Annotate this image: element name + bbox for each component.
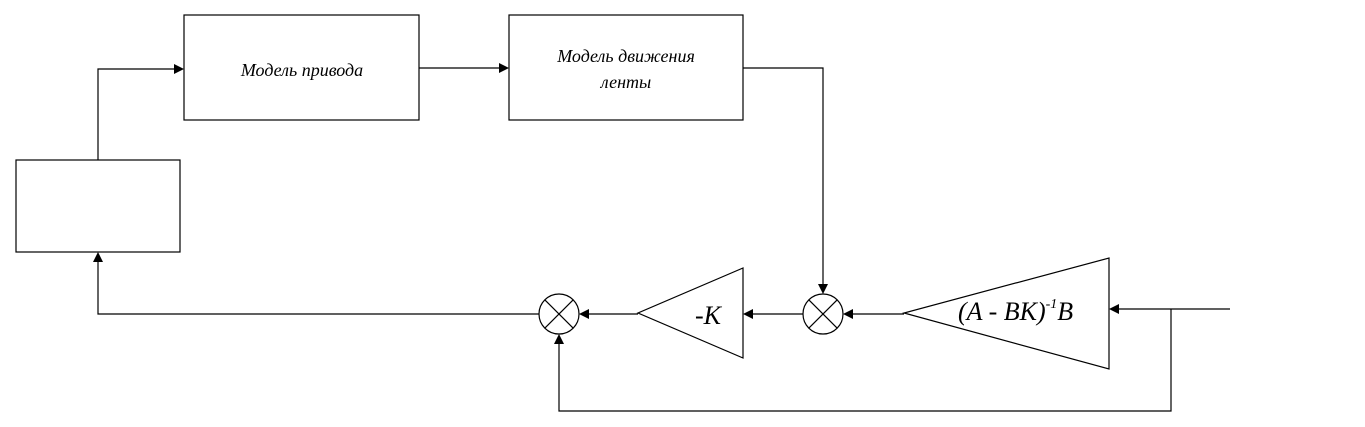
wire-reference-branch xyxy=(558,309,1172,412)
feedforward-gain-tail: B xyxy=(1057,297,1073,326)
arrowhead-controller-in xyxy=(93,252,103,262)
wire-sum-left-to-controller xyxy=(97,260,539,315)
arrowhead-tape-in xyxy=(499,63,509,73)
arrowhead-drive-in xyxy=(174,64,184,74)
arrowhead-ff-in xyxy=(1109,304,1119,314)
gain-neg-k: -K xyxy=(636,267,744,359)
wire-tape-to-sum-right xyxy=(743,67,824,286)
arrowhead-gain-k-in xyxy=(743,309,753,319)
feedforward-gain-exponent: -1 xyxy=(1046,297,1058,312)
wire-controller-to-drive xyxy=(97,68,176,160)
gain-neg-k-label: -K xyxy=(695,301,723,330)
tape-motion-label-line2: ленты xyxy=(600,72,651,92)
arrowhead-sum-left-bottom xyxy=(554,334,564,344)
arrowhead-sum-right-side xyxy=(843,309,853,319)
drive-model-block: Модель привода xyxy=(183,14,420,121)
summing-junction-left xyxy=(538,293,580,335)
gain-feedforward: (A - BK)-1B xyxy=(901,257,1110,370)
tape-motion-label-line1: Модель движения xyxy=(556,46,695,66)
drive-model-label: Модель привода xyxy=(240,60,363,80)
feedforward-gain-main: (A - BK) xyxy=(958,297,1046,326)
feedforward-gain-label: (A - BK)-1B xyxy=(958,297,1073,326)
controller-block xyxy=(15,159,181,253)
arrowhead-sum-right-top xyxy=(818,284,828,294)
summing-junction-right xyxy=(802,293,844,335)
tape-motion-model-block: Модель движения ленты xyxy=(508,14,744,121)
arrowhead-sum-left-side xyxy=(579,309,589,319)
